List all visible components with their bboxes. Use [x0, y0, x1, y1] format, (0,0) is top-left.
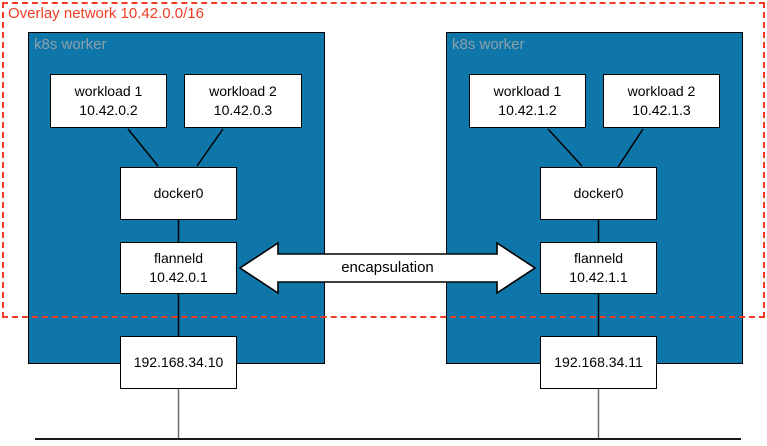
- workload2-node-left: workload 2 10.42.0.3: [184, 74, 302, 128]
- worker-label: k8s worker: [452, 36, 525, 53]
- flannel-ip: 10.42.1.1: [569, 269, 628, 285]
- flanneld-node-left: flanneld 10.42.0.1: [120, 242, 237, 294]
- workload-name: workload 1: [493, 83, 562, 99]
- workload-ip: 10.42.0.2: [79, 102, 138, 118]
- workload1-node-right: workload 1 10.42.1.2: [469, 74, 586, 128]
- flannel-name: flanneld: [153, 250, 204, 266]
- docker0-node-left: docker0: [120, 167, 237, 220]
- workload-name: workload 2: [627, 83, 696, 99]
- workload-ip: 10.42.1.2: [498, 102, 557, 118]
- workload-name: workload 1: [74, 83, 143, 99]
- host-ip: 192.168.34.10: [133, 354, 224, 370]
- host-ip-node-left: 192.168.34.10: [120, 336, 237, 389]
- workload1-node-left: workload 1 10.42.0.2: [50, 74, 167, 128]
- docker0-node-right: docker0: [540, 167, 657, 220]
- worker-label: k8s worker: [34, 36, 107, 53]
- workload2-node-right: workload 2 10.42.1.3: [603, 74, 720, 128]
- flannel-ip: 10.42.0.1: [149, 269, 208, 285]
- overlay-network-label: Overlay network 10.42.0.0/16: [8, 5, 204, 22]
- bridge-label: docker0: [153, 185, 204, 201]
- flanneld-node-right: flanneld 10.42.1.1: [540, 242, 657, 294]
- host-ip-node-right: 192.168.34.11: [540, 336, 657, 389]
- workload-ip: 10.42.1.3: [632, 102, 691, 118]
- flannel-name: flanneld: [573, 250, 624, 266]
- encapsulation-label: encapsulation: [341, 259, 434, 276]
- bridge-label: docker0: [573, 185, 624, 201]
- workload-name: workload 2: [209, 83, 277, 99]
- workload-ip: 10.42.0.3: [213, 102, 273, 118]
- host-ip: 192.168.34.11: [554, 354, 643, 370]
